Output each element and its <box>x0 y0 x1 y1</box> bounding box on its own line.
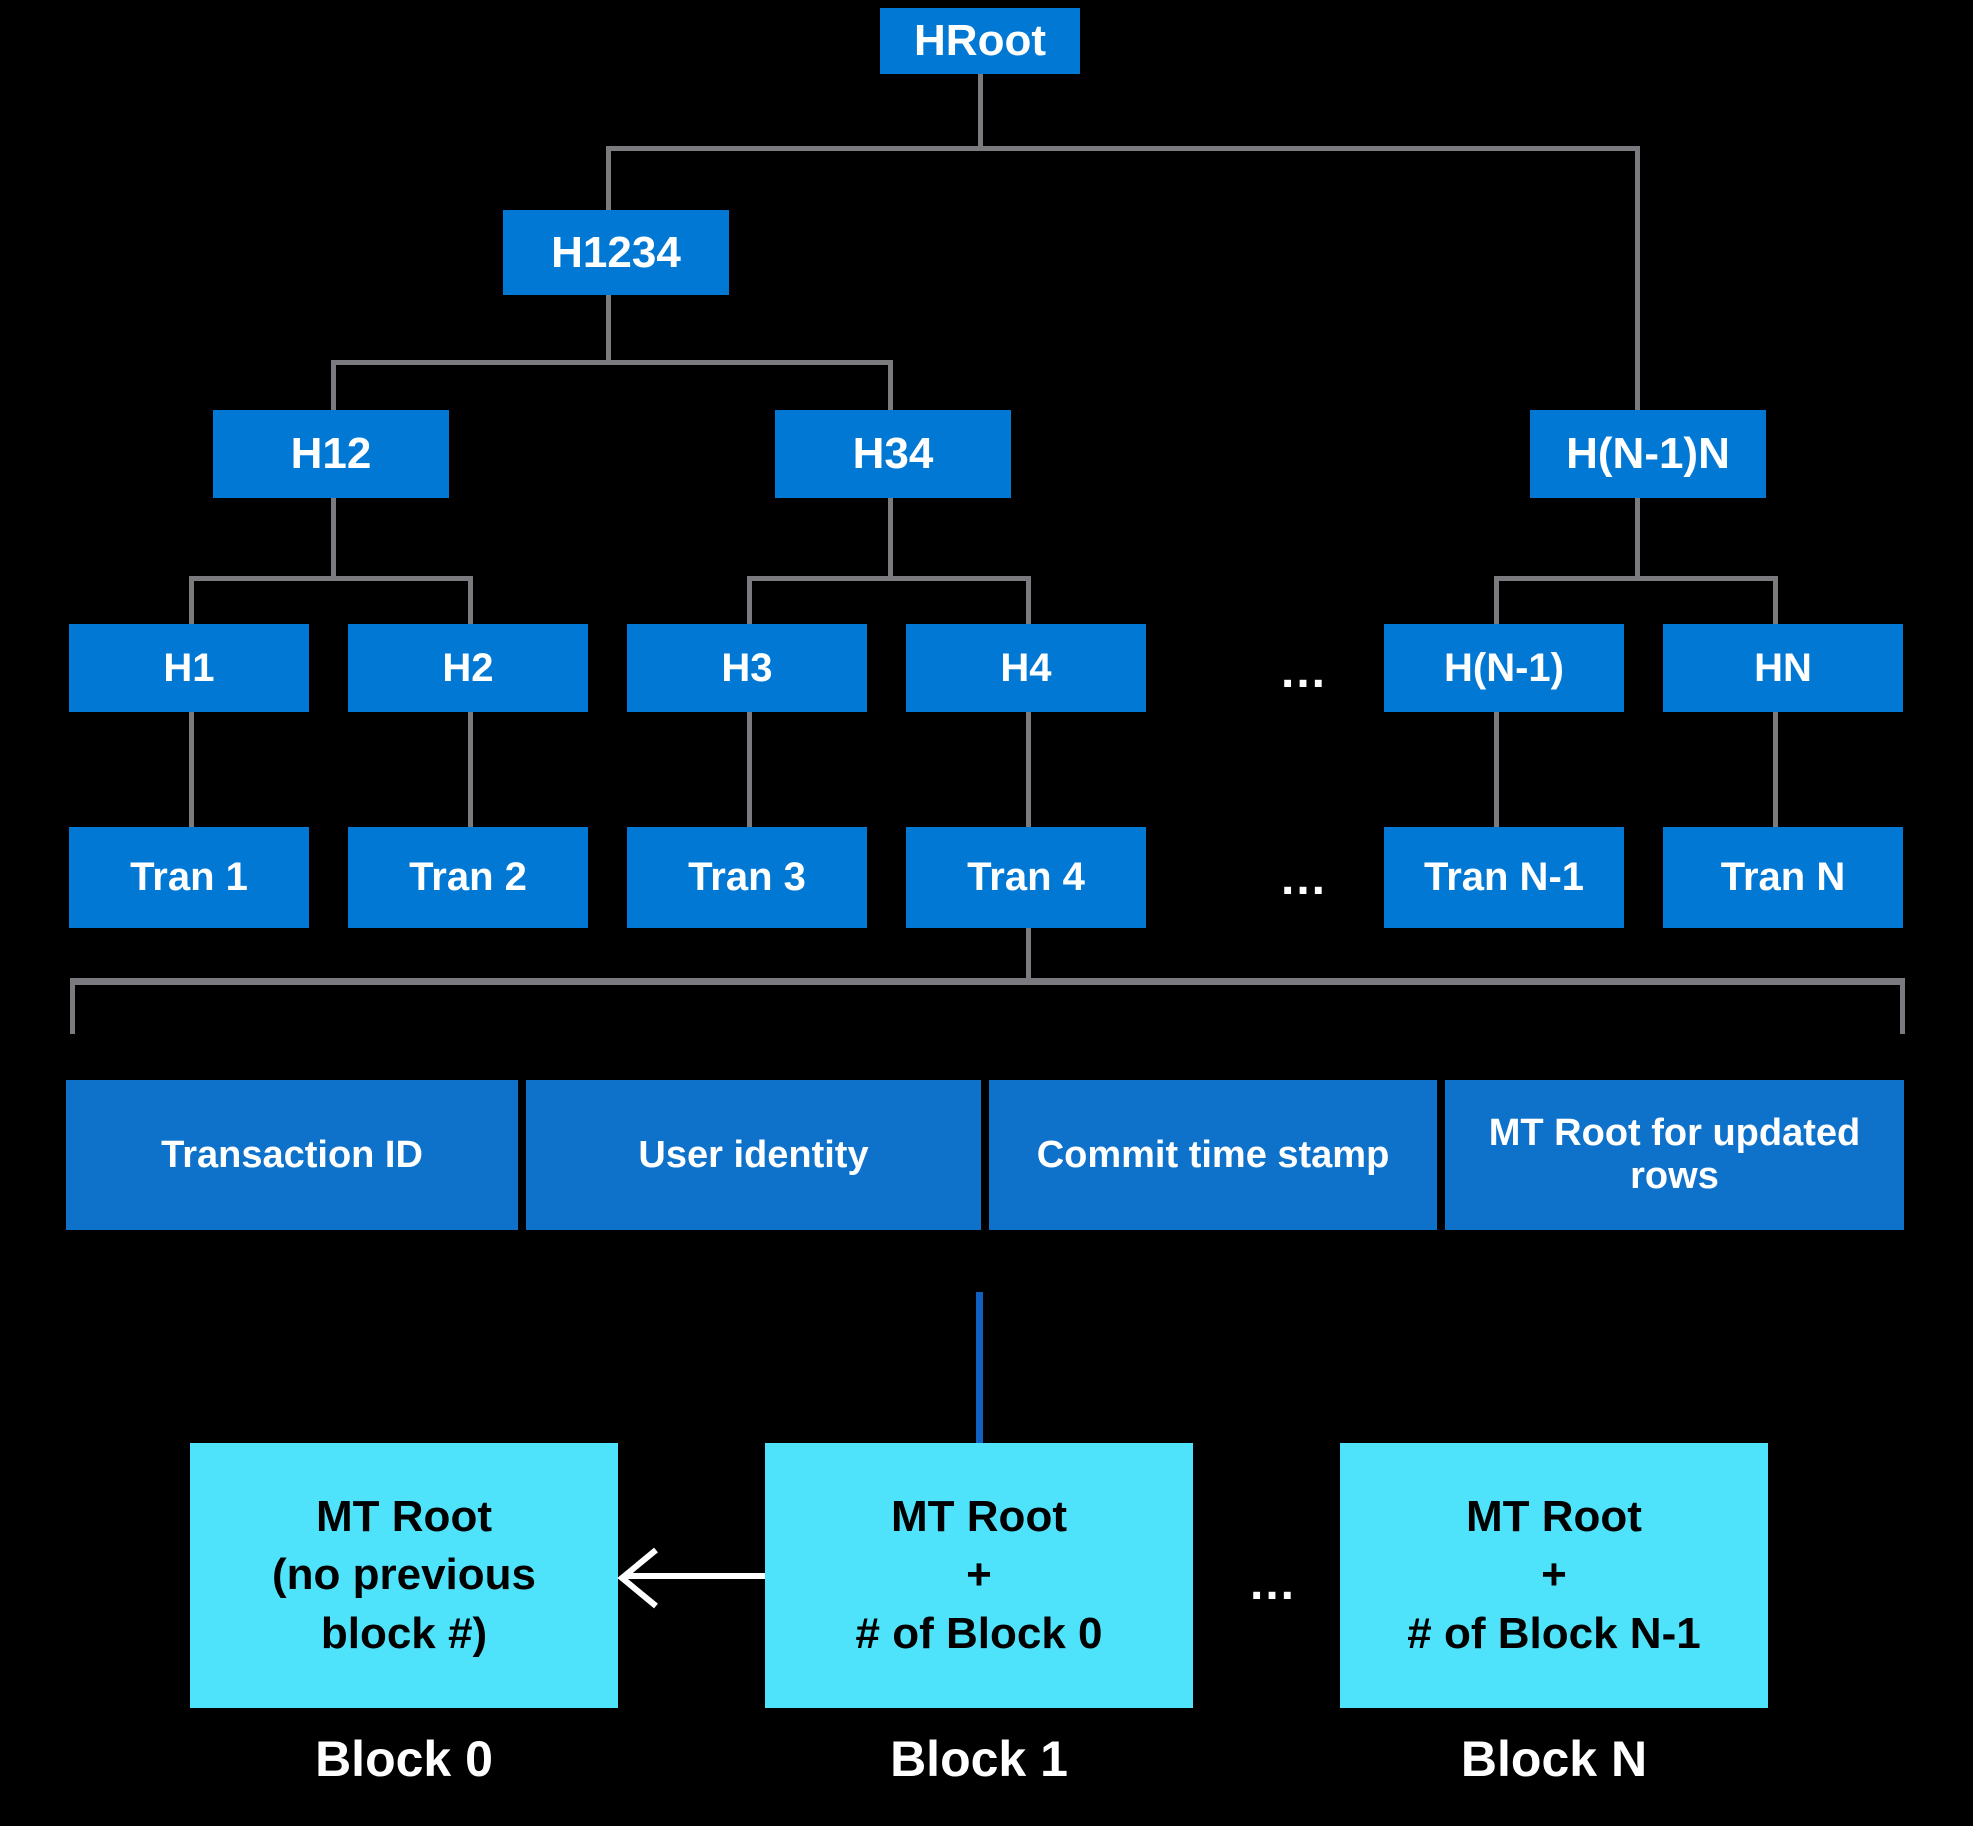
transaction-node-trann1[interactable]: Tran N-1 <box>1384 827 1624 928</box>
connector-h34-stem <box>888 498 893 576</box>
connector-hn1n-left-drop <box>1494 576 1499 624</box>
connector-hn1n-stem <box>1635 498 1640 576</box>
detail-cell-user-identity[interactable]: User identity <box>526 1080 981 1230</box>
tree-node-h2-label: H2 <box>442 645 494 690</box>
connector-h12-bar <box>189 576 473 581</box>
blockchain-block-1[interactable]: MT Root + # of Block 0 <box>765 1443 1193 1708</box>
connector-hn-trann <box>1773 712 1778 827</box>
tree-node-h1234[interactable]: H1234 <box>503 210 729 295</box>
connector-h34-left-drop <box>747 576 752 624</box>
detail-cell-mt-root-updated-rows[interactable]: MT Root for updated rows <box>1445 1080 1904 1230</box>
tree-node-h34[interactable]: H34 <box>775 410 1011 498</box>
tree-node-hn-label: HN <box>1754 645 1812 690</box>
transaction-node-tran1[interactable]: Tran 1 <box>69 827 309 928</box>
transaction-node-tran2[interactable]: Tran 2 <box>348 827 588 928</box>
tree-node-hroot[interactable]: HRoot <box>880 8 1080 74</box>
tree-node-hn[interactable]: HN <box>1663 624 1903 712</box>
connector-h3-tran3 <box>747 712 752 827</box>
connector-hn1-trann1 <box>1494 712 1499 827</box>
connector-h1234-bar <box>331 360 893 365</box>
connector-h34-bar <box>747 576 1031 581</box>
tree-node-h12[interactable]: H12 <box>213 410 449 498</box>
tree-node-hn1-label: H(N-1) <box>1444 645 1564 690</box>
blockchain-block-n[interactable]: MT Root + # of Block N-1 <box>1340 1443 1768 1708</box>
blockchain-block-1-text: MT Root + # of Block 0 <box>855 1492 1103 1658</box>
transaction-node-tran4[interactable]: Tran 4 <box>906 827 1146 928</box>
blockchain-row-ellipsis: ... <box>1249 1557 1296 1610</box>
detail-cell-commit-time-stamp-label: Commit time stamp <box>1036 1133 1390 1176</box>
tree-node-h12-label: H12 <box>290 429 372 479</box>
blockchain-block-n-text: MT Root + # of Block N-1 <box>1407 1492 1701 1658</box>
hash-row-ellipsis: ... <box>1280 645 1327 698</box>
connector-detail-to-block1 <box>976 1292 983 1444</box>
block-chain-arrow-shaft <box>625 1573 765 1579</box>
connector-h34-right-drop <box>1026 576 1031 624</box>
tree-node-h4[interactable]: H4 <box>906 624 1146 712</box>
transaction-node-trann1-label: Tran N-1 <box>1423 855 1585 900</box>
connector-hroot-stem <box>978 74 983 146</box>
blockchain-block-0-text: MT Root (no previous block #) <box>271 1492 537 1658</box>
connector-h4-tran4 <box>1026 712 1031 827</box>
tree-node-h4-label: H4 <box>1000 645 1052 690</box>
tree-node-h1234-label: H1234 <box>551 227 681 277</box>
block-chain-arrow-head-icon <box>617 1547 658 1609</box>
transaction-node-trann[interactable]: Tran N <box>1663 827 1903 928</box>
connector-hroot-left-drop <box>606 146 611 210</box>
connector-tran4-to-bracket <box>1026 928 1031 981</box>
tree-node-hn1n[interactable]: H(N-1)N <box>1530 410 1766 498</box>
detail-bracket-bar <box>70 978 1905 985</box>
connector-hroot-right-drop <box>1635 146 1640 410</box>
connector-h1234-stem <box>606 295 611 360</box>
transaction-node-tran4-label: Tran 4 <box>967 855 1085 900</box>
transaction-node-tran1-label: Tran 1 <box>130 855 248 900</box>
connector-h12-stem <box>331 498 336 576</box>
tree-node-hroot-label: HRoot <box>914 16 1046 66</box>
connector-h12-right-drop <box>468 576 473 624</box>
tree-node-h1-label: H1 <box>163 645 215 690</box>
detail-cell-commit-time-stamp[interactable]: Commit time stamp <box>989 1080 1437 1230</box>
connector-h2-tran2 <box>468 712 473 827</box>
blockchain-block-0[interactable]: MT Root (no previous block #) <box>190 1443 618 1708</box>
detail-bracket-left-drop <box>70 978 75 1034</box>
detail-cell-transaction-id[interactable]: Transaction ID <box>66 1080 518 1230</box>
tree-node-h1[interactable]: H1 <box>69 624 309 712</box>
connector-h1-tran1 <box>189 712 194 827</box>
transaction-node-tran3[interactable]: Tran 3 <box>627 827 867 928</box>
blockchain-block-0-caption: Block 0 <box>315 1731 493 1787</box>
transaction-node-tran3-label: Tran 3 <box>688 855 806 900</box>
detail-bracket-right-drop <box>1900 978 1905 1034</box>
connector-h12-left-drop <box>189 576 194 624</box>
tree-node-h3-label: H3 <box>721 645 773 690</box>
detail-cell-transaction-id-label: Transaction ID <box>161 1133 423 1176</box>
tree-node-hn1n-label: H(N-1)N <box>1566 429 1730 479</box>
connector-hn1n-right-drop <box>1773 576 1778 624</box>
tree-node-hn1[interactable]: H(N-1) <box>1384 624 1624 712</box>
detail-cell-mt-root-updated-rows-label: MT Root for updated rows <box>1488 1112 1861 1197</box>
connector-h1234-right-drop <box>888 360 893 410</box>
blockchain-block-1-caption: Block 1 <box>890 1731 1068 1787</box>
blockchain-block-n-caption: Block N <box>1460 1731 1648 1787</box>
tree-node-h3[interactable]: H3 <box>627 624 867 712</box>
transaction-node-tran2-label: Tran 2 <box>409 855 527 900</box>
transaction-row-ellipsis: ... <box>1280 852 1327 905</box>
connector-h1234-left-drop <box>331 360 336 410</box>
detail-cell-user-identity-label: User identity <box>638 1133 869 1176</box>
connector-hn1n-bar <box>1494 576 1778 581</box>
connector-hroot-bar <box>606 146 1640 151</box>
transaction-node-trann-label: Tran N <box>1720 855 1846 900</box>
tree-node-h2[interactable]: H2 <box>348 624 588 712</box>
tree-node-h34-label: H34 <box>852 429 934 479</box>
